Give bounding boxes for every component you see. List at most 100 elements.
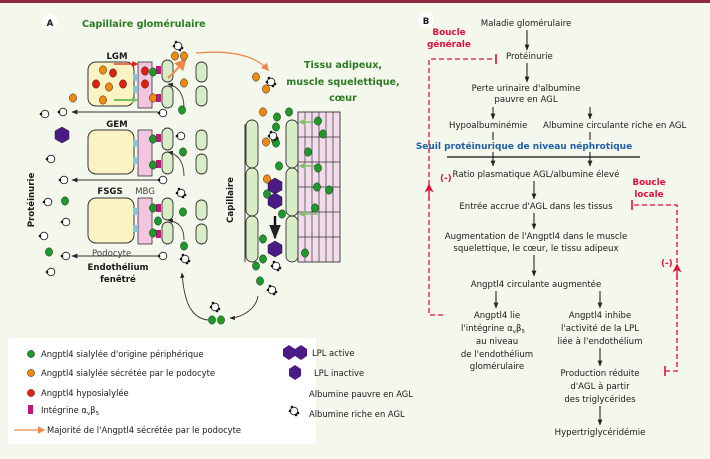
albumin-poor xyxy=(39,109,50,119)
albumin-poor xyxy=(57,107,68,117)
node-binds-1: Angptl4 lie xyxy=(474,311,520,321)
albumin-rich xyxy=(267,130,279,142)
panel-a: A Capillaire glomérulaire Tissu adipeux,… xyxy=(26,14,400,325)
node-ratio: Ratio plasmatique AGL/albumine élevé xyxy=(453,169,620,180)
green-dot xyxy=(272,122,280,132)
albumin-poor xyxy=(157,108,168,118)
glomerular-capillary-title: Capillaire glomérulaire xyxy=(82,18,206,30)
green-dot xyxy=(273,112,281,122)
podocyte-label: Podocyte xyxy=(92,249,131,259)
albumin-rich xyxy=(270,260,282,272)
red-dot xyxy=(141,79,149,89)
endothelium-label-1: Endothélium xyxy=(87,262,148,273)
orange-dot xyxy=(259,107,267,117)
green-dot xyxy=(208,315,216,325)
green-dot xyxy=(252,261,260,271)
green-dot xyxy=(325,185,333,195)
green-dot-icon xyxy=(27,350,35,358)
podocyte-gem: GEM xyxy=(87,120,153,177)
orange-dot-icon xyxy=(27,369,35,377)
endothelium-label-2: fenêtré xyxy=(100,274,136,285)
proteinuria-label: Protéinurie xyxy=(26,173,37,228)
green-dot xyxy=(154,216,162,226)
albumin-rich xyxy=(179,253,191,265)
node-binds-3: au niveau xyxy=(476,337,518,347)
albumin-poor xyxy=(58,175,69,185)
legend-arrow-label: Majorité de l'Angptl4 sécrétée par le po… xyxy=(47,425,241,435)
minus-local: (-) xyxy=(661,259,673,269)
green-dot xyxy=(178,105,186,115)
panel-b-badge: B xyxy=(423,17,430,27)
legend-orange-label: Angptl4 sialylée sécrétée par le podocyt… xyxy=(41,368,215,378)
green-dot xyxy=(149,67,157,77)
node-circulating-albumin: Albumine circulante riche en AGL xyxy=(543,121,686,131)
albumin-rich xyxy=(209,301,221,313)
green-dot xyxy=(314,116,322,126)
albumin-poor xyxy=(157,251,168,261)
albumin-rich xyxy=(265,76,277,88)
legend-red-label: Angptl4 hyposialylée xyxy=(41,388,129,398)
red-dot xyxy=(141,66,149,76)
node-inhibits-1: Angptl4 inhibe xyxy=(569,311,632,321)
green-dot xyxy=(149,203,157,213)
orange-dot xyxy=(262,137,270,147)
panel-a-badge: A xyxy=(47,19,54,29)
loop-local-path xyxy=(632,204,678,372)
proteinuria-arrows xyxy=(71,109,158,259)
mbg-label: MBG xyxy=(135,187,155,197)
legend-integrin-label: Intégrine αvβ5 xyxy=(41,405,100,417)
orange-dot xyxy=(69,93,77,103)
node-reduced-production-2: d'AGL à partir xyxy=(570,382,630,392)
albumin-poor xyxy=(157,175,168,185)
albumin-rich xyxy=(288,405,300,417)
orange-dot xyxy=(149,93,157,103)
albumin-poor xyxy=(38,231,49,241)
green-dot xyxy=(311,203,319,213)
green-dot xyxy=(275,161,283,171)
node-angptl4-increase-1: Augmentation de l'Angptl4 dans le muscle xyxy=(445,232,628,242)
orange-dot xyxy=(180,78,188,88)
panel-b: B Maladie glomérulaire Boucle générale P… xyxy=(416,12,686,438)
green-dot xyxy=(61,196,69,206)
integrin-icon xyxy=(28,405,33,414)
albumin-rich xyxy=(172,40,184,52)
minus-general: (-) xyxy=(440,174,452,184)
nephrotic-threshold-label: Seuil protéinurique de niveau néphrotiqu… xyxy=(416,141,632,152)
node-circulating-angptl4: Angptl4 circulante augmentée xyxy=(471,279,602,290)
orange-dot xyxy=(263,174,271,184)
green-dot xyxy=(149,160,157,170)
orange-secretion-arrow xyxy=(195,51,270,72)
integrins xyxy=(156,66,161,238)
green-dot xyxy=(259,254,267,264)
node-reduced-production-3: des triglycérides xyxy=(564,394,636,405)
tissue-label-1: Tissu adipeux, xyxy=(304,60,382,71)
albumin-poor xyxy=(175,131,186,141)
node-inhibits-3: liée à l'endothélium xyxy=(558,336,643,347)
node-angptl4-increase-2: squelettique, le cœur, le tissu adipeux xyxy=(453,244,618,254)
albumin-symbols xyxy=(38,40,282,313)
orange-dot xyxy=(252,72,260,82)
podocyte-fsgs: FSGS MBG Podocyte Endothélium fenêtré xyxy=(87,187,154,285)
lpl-in-capillary xyxy=(54,126,283,258)
loop-general-path xyxy=(428,58,496,316)
green-dot xyxy=(180,241,188,251)
orange-dot xyxy=(180,51,188,61)
orange-dot xyxy=(262,84,270,94)
glomerular-endothelium xyxy=(161,59,208,245)
lpl-inactive-icon xyxy=(289,365,301,380)
legend-box xyxy=(8,338,316,444)
green-dot xyxy=(263,189,271,199)
legend-albumin-poor-label: Albumine pauvre en AGL xyxy=(309,389,413,399)
top-accent-bar xyxy=(0,0,710,3)
green-dot xyxy=(259,234,267,244)
legend: Angptl4 sialylée d'origine périphérique … xyxy=(8,338,413,444)
legend-albumin-rich-label: Albumine riche en AGL xyxy=(309,409,405,419)
node-glomerular-disease: Maladie glomérulaire xyxy=(481,18,572,29)
red-dot xyxy=(119,79,127,89)
node-inhibits-2: l'activité de la LPL xyxy=(561,323,639,334)
node-hypertriglyceridemia: Hypertriglycéridémie xyxy=(555,427,646,438)
legend-green-label: Angptl4 sialylée d'origine périphérique xyxy=(41,349,204,359)
peripheral-capillary xyxy=(245,119,299,263)
albumin-poor xyxy=(60,251,71,261)
green-dot xyxy=(285,107,293,117)
